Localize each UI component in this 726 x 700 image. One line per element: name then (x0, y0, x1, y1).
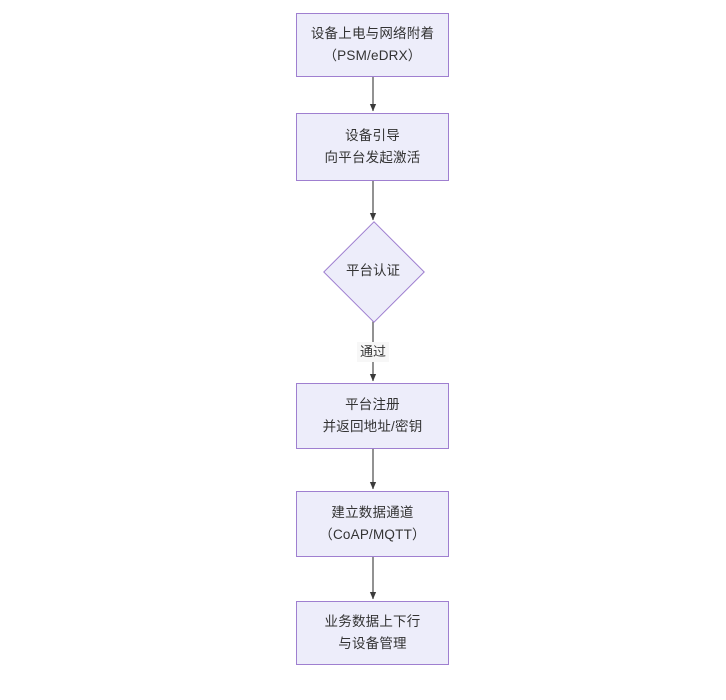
edge-label-pass: 通过 (356, 342, 390, 362)
node-label-platform-register: 平台注册 并返回地址/密钥 (322, 397, 423, 434)
node-device-bootstrap[interactable]: 设备引导 向平台发起激活 (296, 113, 449, 181)
node-platform-auth-decision[interactable]: 平台认证 (323, 221, 425, 323)
node-label-business-data: 业务数据上下行 与设备管理 (324, 614, 421, 651)
node-platform-register[interactable]: 平台注册 并返回地址/密钥 (296, 383, 449, 449)
node-label-device-bootstrap: 设备引导 向平台发起激活 (324, 128, 421, 165)
node-label-platform-auth: 平台认证 (346, 263, 400, 278)
node-establish-data-channel[interactable]: 建立数据通道 （CoAP/MQTT） (296, 491, 449, 557)
node-label-device-power-on: 设备上电与网络附着 （PSM/eDRX） (310, 26, 435, 63)
node-business-data-and-device-management[interactable]: 业务数据上下行 与设备管理 (296, 601, 449, 665)
node-device-power-on[interactable]: 设备上电与网络附着 （PSM/eDRX） (296, 13, 449, 77)
node-label-establish-data-channel: 建立数据通道 （CoAP/MQTT） (319, 505, 426, 542)
